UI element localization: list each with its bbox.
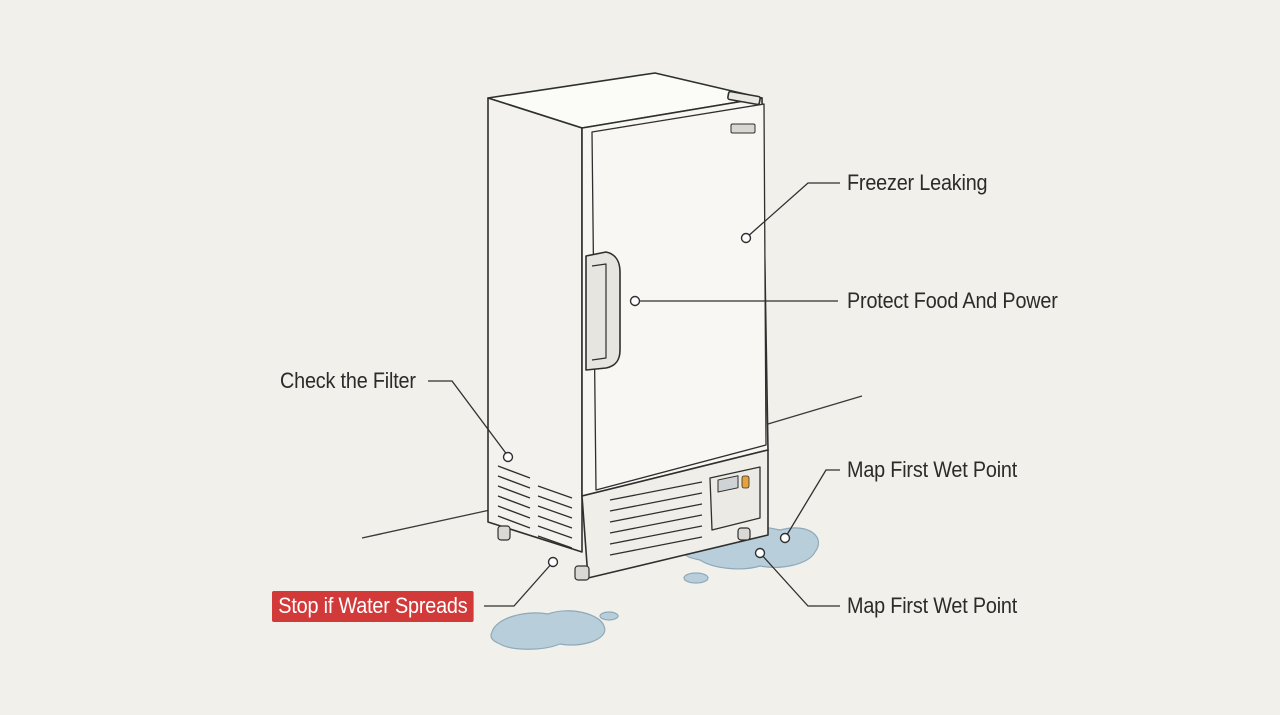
- callout-check-the-filter: Check the Filter: [280, 368, 416, 393]
- callout-map-first-wet-point-lower: Map First Wet Point: [847, 593, 1018, 618]
- callout-stop-if-water-spreads: Stop if Water Spreads: [272, 591, 474, 622]
- top-hinge: [727, 90, 761, 106]
- display-screen: [717, 475, 739, 493]
- anchor-dots: [502, 232, 791, 568]
- freezer-feet: [497, 525, 751, 581]
- freezer-unit: [487, 72, 769, 581]
- door-handle: [585, 251, 621, 371]
- brand-badge: [730, 123, 756, 134]
- freezer-side-panel: [487, 97, 583, 553]
- callout-freezer-leaking: Freezer Leaking: [847, 170, 988, 195]
- callout-map-first-wet-point-upper: Map First Wet Point: [847, 457, 1018, 482]
- callout-protect-food-and-power: Protect Food And Power: [847, 288, 1058, 313]
- freezer-door: [591, 103, 767, 491]
- indicator-light: [741, 475, 750, 489]
- leader-lines: [428, 182, 840, 607]
- front-vent-grille: [609, 481, 703, 556]
- side-vent-grille: [497, 465, 573, 549]
- floor-lines: [361, 395, 863, 539]
